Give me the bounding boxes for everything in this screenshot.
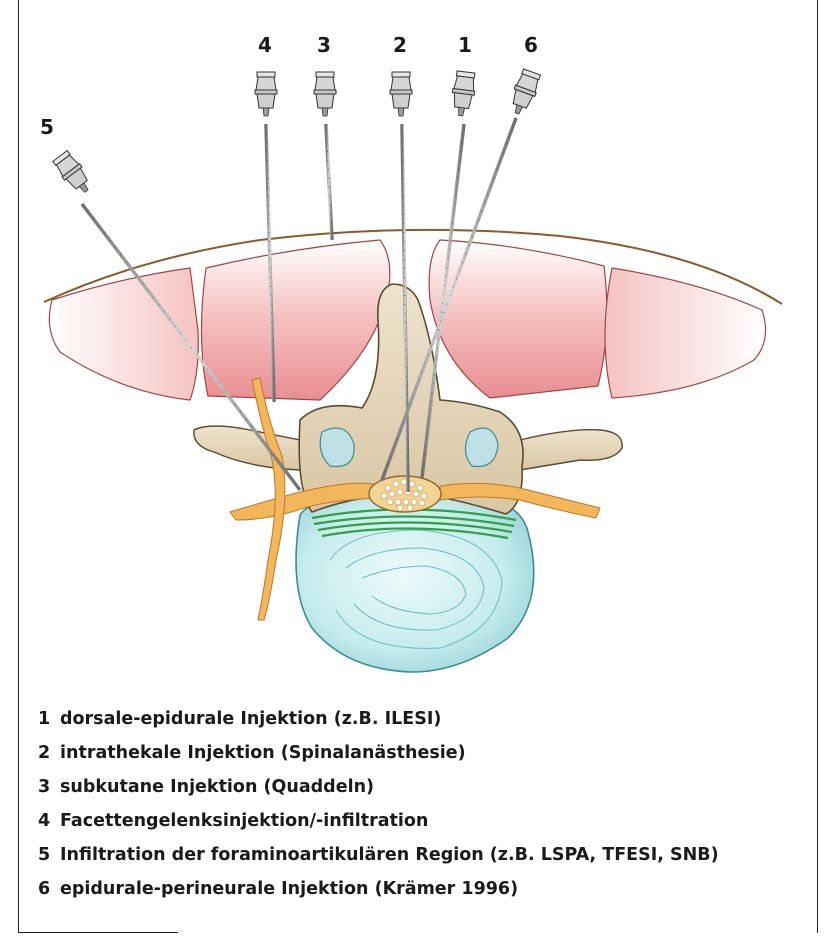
needle-label-5: 5 (40, 115, 54, 139)
legend-number: 3 (38, 770, 60, 804)
legend-text: Infiltration der foraminoartikulären Reg… (60, 845, 719, 865)
legend-number: 5 (38, 838, 60, 872)
legend-number: 6 (38, 872, 60, 906)
frame-bottom-edge (18, 932, 178, 933)
needle-label-4: 4 (258, 33, 272, 57)
needle-3 (314, 72, 336, 240)
legend-number: 2 (38, 736, 60, 770)
legend-number: 4 (38, 804, 60, 838)
spine-injection-illustration: 4 3 2 1 6 5 (0, 0, 828, 700)
needle-label-1: 1 (458, 33, 472, 57)
dural-sac (369, 476, 441, 512)
needle-label-2: 2 (393, 33, 407, 57)
legend-text: epidurale-perineurale Injektion (Krämer … (60, 879, 518, 899)
legend-text: Facettengelenksinjektion/-infiltration (60, 811, 428, 831)
legend-text: intrathekale Injektion (Spinalanästhesie… (60, 743, 466, 763)
legend-number: 1 (38, 702, 60, 736)
needle-label-3: 3 (317, 33, 331, 57)
legend-text: subkutane Injektion (Quaddeln) (60, 777, 374, 797)
needle-label-6: 6 (524, 33, 538, 57)
legend-text: dorsale-epidurale Injektion (z.B. ILESI) (60, 709, 441, 729)
